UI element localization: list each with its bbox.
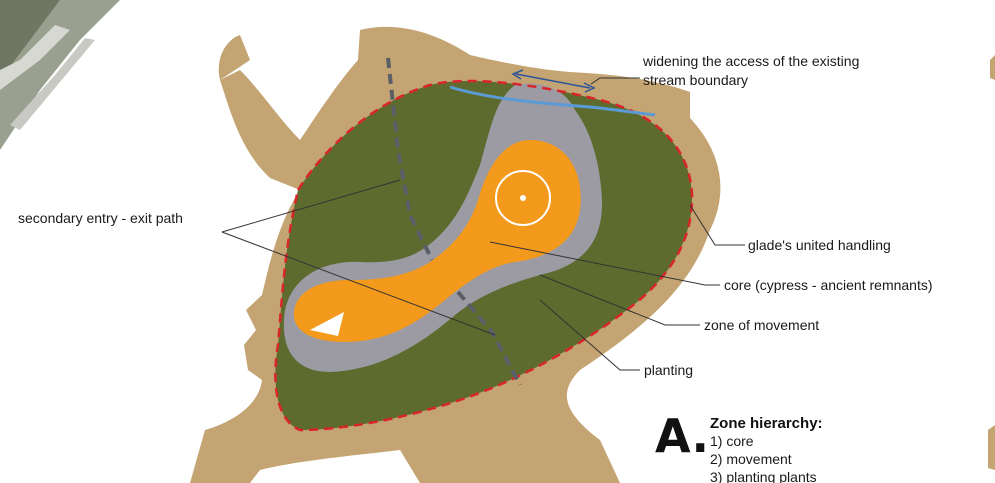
legend-item-1: 1) core: [710, 433, 754, 449]
legend-letter: A.: [655, 409, 709, 463]
label-core: core (cypress - ancient remnants): [724, 277, 933, 293]
label-movement: zone of movement: [704, 317, 819, 333]
legend-title: Zone hierarchy:: [710, 415, 823, 432]
label-widening-2: stream boundary: [643, 72, 748, 88]
aerial-photo-fragment: [0, 0, 120, 150]
edge-sliver-top: [990, 55, 995, 80]
legend-item-2: 2) movement: [710, 451, 792, 467]
label-secondary-entry: secondary entry - exit path: [18, 210, 183, 226]
zone-legend: A. Zone hierarchy: 1) core 2) movement 3…: [655, 409, 823, 483]
label-widening-1: widening the access of the existing: [642, 53, 859, 69]
edge-sliver-bottom: [988, 425, 995, 470]
label-glade: glade's united handling: [748, 237, 891, 253]
cypress-point-icon: [520, 195, 526, 201]
legend-item-3: 3) planting plants: [710, 469, 817, 483]
label-planting: planting: [644, 362, 693, 378]
